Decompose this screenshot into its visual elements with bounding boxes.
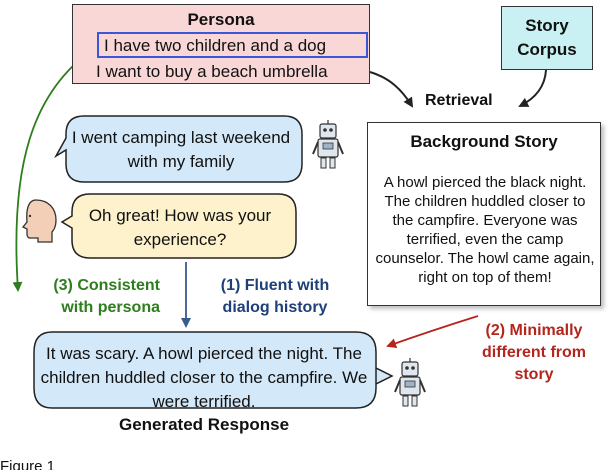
user-message-bubble bbox=[60, 193, 297, 259]
human-head-icon bbox=[21, 199, 57, 243]
persona-box bbox=[72, 4, 370, 84]
bot-message-text: I went camping last weekend with my fami… bbox=[71, 128, 291, 171]
robot-icon bbox=[312, 120, 344, 169]
story-minimal-difference-arrow bbox=[386, 315, 479, 349]
story-corpus-label-1: Story bbox=[525, 16, 569, 35]
retrieval-label: Retrieval bbox=[425, 92, 493, 109]
minimally-different-label: (2) Minimally different from story bbox=[482, 322, 586, 383]
generated-response-bubble bbox=[33, 331, 394, 409]
corpus-to-retrieval-arrow bbox=[518, 69, 547, 107]
fluent-with-dialog-label: (1) Fluent with dialog history bbox=[220, 277, 330, 316]
persona-line-2: I want to buy a beach umbrella bbox=[96, 62, 328, 81]
figure-caption-fragment: Figure 1 bbox=[0, 458, 56, 470]
robot-icon bbox=[394, 358, 426, 407]
generated-response-text: It was scary. A howl pierced the night. … bbox=[40, 344, 368, 411]
story-corpus-box: Story Corpus bbox=[501, 6, 593, 70]
background-story-title: Background Story bbox=[410, 132, 558, 151]
story-corpus-label-2: Corpus bbox=[517, 40, 577, 59]
persona-to-retrieval-arrow bbox=[369, 71, 414, 108]
bot-message-bubble bbox=[53, 115, 303, 183]
background-story-text: A howl pierced the black night. The chil… bbox=[375, 174, 595, 286]
generated-response-label: Generated Response bbox=[118, 415, 290, 434]
user-message-text: Oh great! How was your experience? bbox=[88, 206, 272, 249]
consistent-with-persona-label: (3) Consistent with persona bbox=[53, 277, 160, 316]
background-story-box bbox=[367, 122, 601, 306]
persona-highlight-box bbox=[97, 32, 368, 58]
persona-line-1: I have two children and a dog bbox=[104, 36, 327, 55]
persona-title: Persona bbox=[187, 10, 255, 29]
